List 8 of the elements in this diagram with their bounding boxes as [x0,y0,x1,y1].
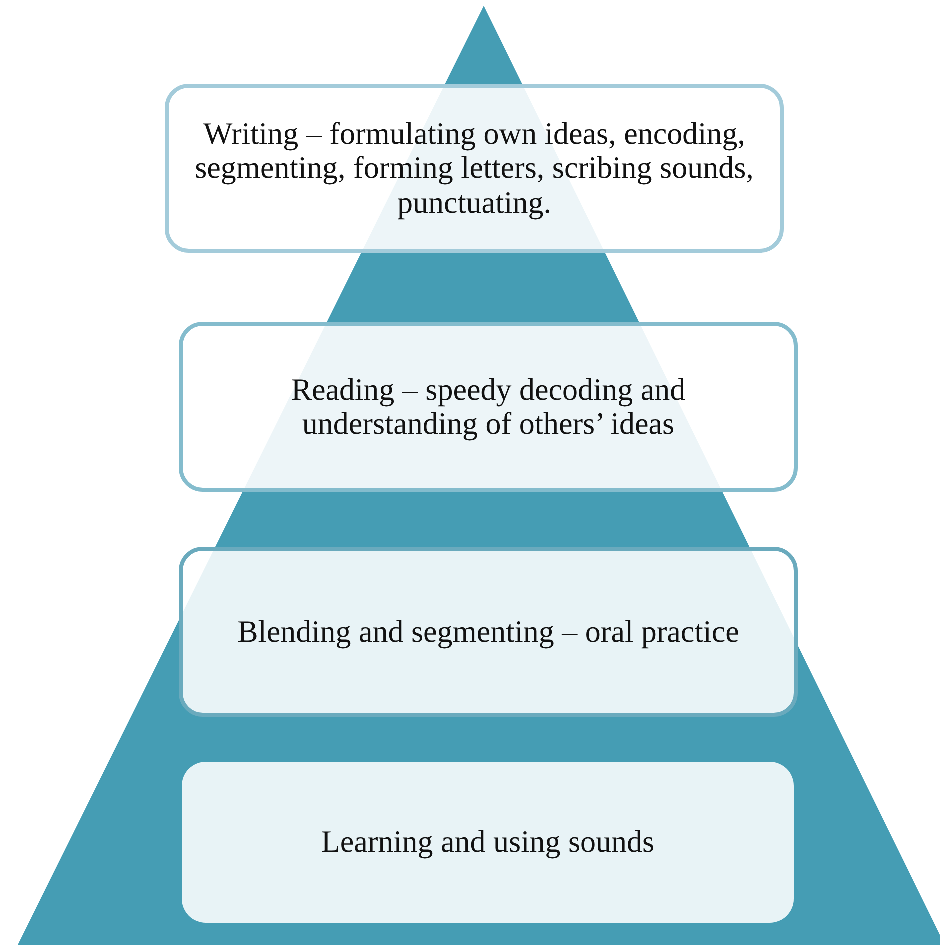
level-box [165,84,784,253]
level-box [182,762,794,923]
level-text: Reading – speedy decoding and understanding of others’ ideas [290,372,687,442]
level-text: Learning and using sounds [321,825,655,860]
level-text: Writing – formulating own ideas, encoding, segmenting, forming letters, scribing sounds, punctuating. [194,117,755,220]
level-box [179,547,798,717]
level-text: Blending and segmenting – oral practice [238,614,740,650]
level-box [179,322,798,492]
